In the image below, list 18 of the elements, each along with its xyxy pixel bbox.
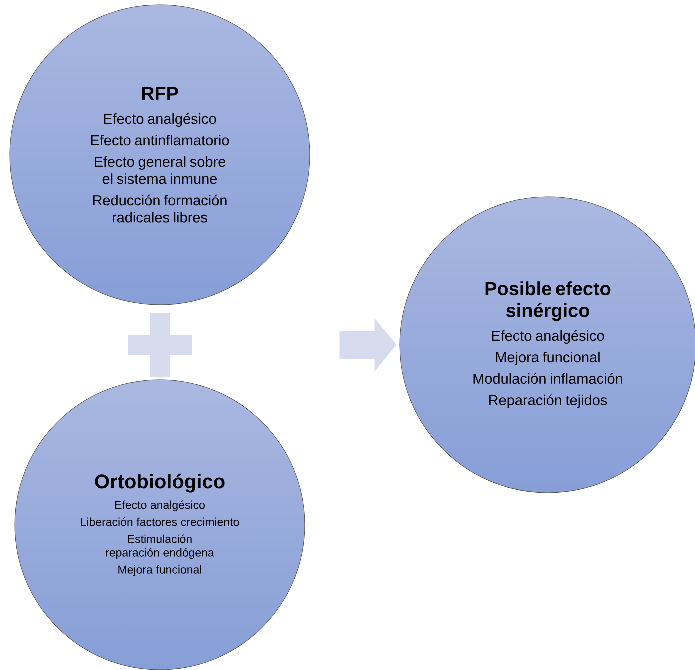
list-item: Efecto analgésico [115, 500, 205, 512]
list-item: Efecto analgésico [492, 330, 604, 344]
circle-node [10, 4, 310, 306]
list-item: Estimulación reparación endógena [106, 534, 214, 560]
list-item: Mejora funcional [496, 352, 600, 366]
list-item: Reparación tejidos [490, 394, 608, 408]
list-item: Liberación factores crecimiento [81, 518, 240, 526]
circle-heading: RFP [142, 87, 178, 100]
list-item: Efecto analgésico [104, 113, 216, 128]
circle-heading: Posible efecto sinérgico [486, 282, 611, 322]
list-item: Reducción formación radicales libres [93, 194, 227, 223]
list-item: Modulación inflamación [474, 373, 622, 384]
circle-heading: Ortobiológico [95, 474, 225, 493]
plus-sign [128, 313, 192, 377]
list-item: Mejora funcional [118, 565, 202, 576]
list-item: Efecto general sobre el sistema inmune [94, 156, 226, 184]
circle-node [14, 380, 306, 670]
list-item: Efecto antinflamatorio [91, 135, 230, 146]
